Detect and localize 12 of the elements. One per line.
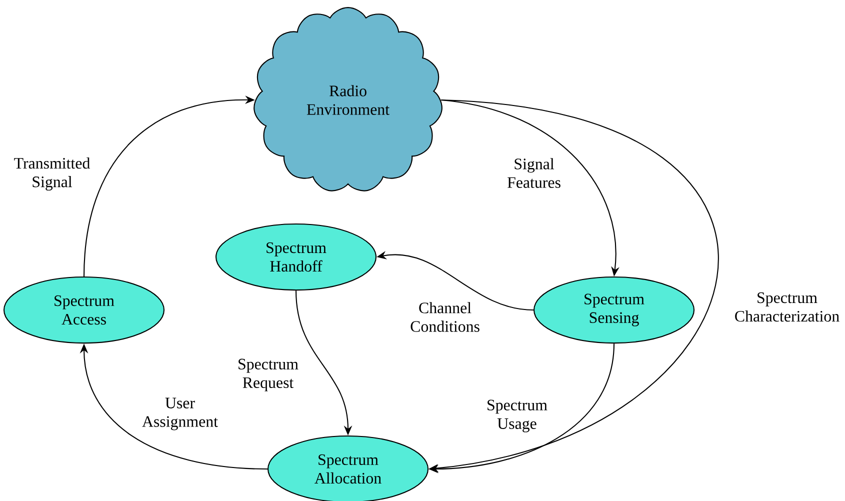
cloud-node: Radio Environment [254,7,442,192]
edge-label: Transmitted Signal [14,157,90,191]
ellipse-node: Spectrum Handoff [215,223,377,291]
edge-label: Spectrum Request [238,358,298,392]
ellipse-node: Spectrum Allocation [267,435,429,501]
edge-label: Spectrum Characterization [735,292,840,322]
ellipse-node: Spectrum Access [3,276,165,344]
edge-label: Spectrum Usage [488,400,548,432]
edge-label: Signal Features [508,158,560,188]
edge-label: User Assignment [142,398,218,430]
ellipse-node: Spectrum Sensing [534,276,695,344]
edge-label: Channel Conditions [410,302,480,332]
